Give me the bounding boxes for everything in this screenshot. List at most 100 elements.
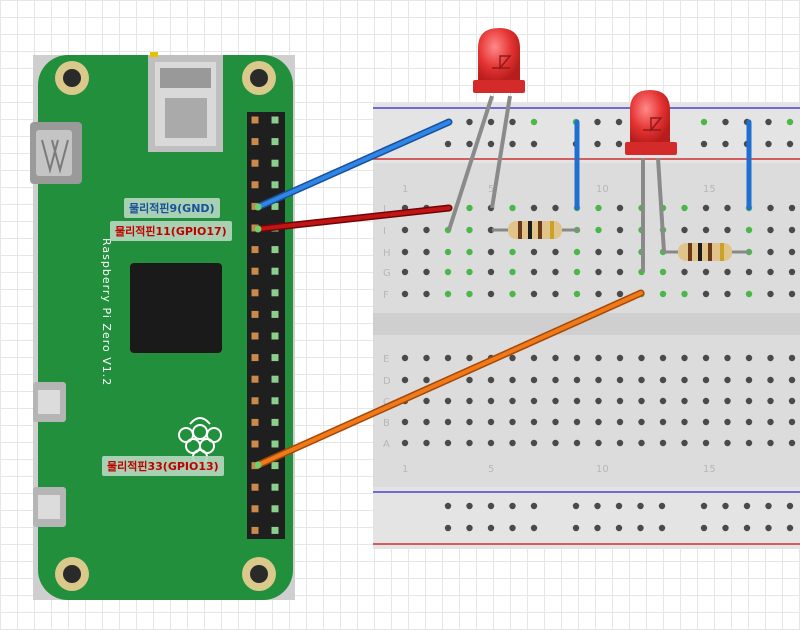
breadboard-hole [509,376,516,384]
breadboard-hole [767,418,774,426]
gpio-pin [251,526,259,534]
breadboard-hole [724,204,731,212]
breadboard-hole [423,354,430,362]
breadboard-hole [595,354,602,362]
row-letter: A [383,439,390,450]
breadboard-hole [681,397,688,405]
gpio-pin [271,310,279,318]
gpio-pin [271,246,279,254]
rail-hole [722,118,729,126]
breadboard-hole [573,439,581,447]
breadboard-hole [681,204,688,212]
breadboard-hole [767,290,774,298]
breadboard-hole [444,439,452,447]
breadboard-hole [638,354,645,362]
rail-hole [700,502,708,510]
breadboard-hole [487,439,495,447]
breadboard-hole [767,397,774,405]
row-letter: D [383,376,391,387]
breadboard-hole [659,397,667,405]
rail-hole [786,502,794,510]
breadboard-hole [487,290,495,298]
column-number: 15 [703,464,716,475]
breadboard-hole [573,248,581,256]
breadboard-hole [487,397,495,405]
breadboard-hole [509,439,516,447]
breadboard-hole [724,354,731,362]
rail-hole [594,140,601,148]
mounting-holes [55,61,276,591]
breadboard-hole [401,376,409,384]
column-number: 10 [596,184,609,195]
breadboard-hole [767,204,774,212]
rail-hole [743,524,751,532]
breadboard-hole [552,397,559,405]
rail-hole [765,524,772,532]
breadboard-hole [509,248,516,256]
breadboard-hole [681,290,688,298]
breadboard-hole [466,376,473,384]
rail-hole [487,140,495,148]
sd-card-slot [148,52,223,152]
breadboard-hole [423,290,430,298]
breadboard-hole [702,226,710,234]
breadboard-hole [659,268,667,276]
gpio-pin [271,116,279,124]
led-2 [625,90,677,272]
breadboard-hole [530,290,538,298]
gpio-pin [251,375,259,383]
rail-hole [700,524,708,532]
rail-hole [594,524,601,532]
breadboard-hole [595,439,602,447]
breadboard-hole [788,248,796,256]
breadboard-hole [659,354,667,362]
breadboard-hole [466,418,473,426]
breadboard-hole [595,268,602,276]
row-letter: H [383,248,391,259]
resistor-2 [664,243,750,261]
row-letter: G [383,268,391,279]
breadboard-hole [423,268,430,276]
wire-gpio17 [256,206,451,231]
gpio-pin [251,181,259,189]
gpio-pin [251,440,259,448]
breadboard-hole [767,226,774,234]
gpio-pin [271,375,279,383]
breadboard-hole [702,376,710,384]
breadboard-hole [702,204,710,212]
breadboard-hole [616,418,624,426]
breadboard-hole [466,248,473,256]
breadboard-hole [788,397,796,405]
gpio-pin [251,267,259,275]
breadboard-hole [530,397,538,405]
breadboard-hole [487,226,495,234]
rail-hole [444,140,452,148]
rail-hole [466,524,473,532]
gpio-pin [271,397,279,405]
breadboard-hole [724,397,731,405]
gpio-pin [271,289,279,297]
rail-hole [765,502,772,510]
breadboard-hole [552,268,559,276]
rail-hole [658,502,666,510]
breadboard-hole [444,268,452,276]
breadboard-hole [573,376,581,384]
breadboard-hole [573,418,581,426]
mini-hdmi-port [30,122,82,184]
rail-hole [572,502,580,510]
wire-endpoints [254,203,262,469]
gpio-pin [251,289,259,297]
breadboard-hole [745,397,753,405]
rail-jumpers [574,119,752,211]
breadboard-hole [466,226,473,234]
breadboard-hole [444,290,452,298]
breadboard-hole [724,376,731,384]
rail-hole [444,502,452,510]
breadboard-hole [509,290,516,298]
breadboard-hole [401,248,409,256]
breadboard-hole [659,290,667,298]
rail-hole [509,140,516,148]
breadboard-hole [401,439,409,447]
breadboard-hole [530,418,538,426]
